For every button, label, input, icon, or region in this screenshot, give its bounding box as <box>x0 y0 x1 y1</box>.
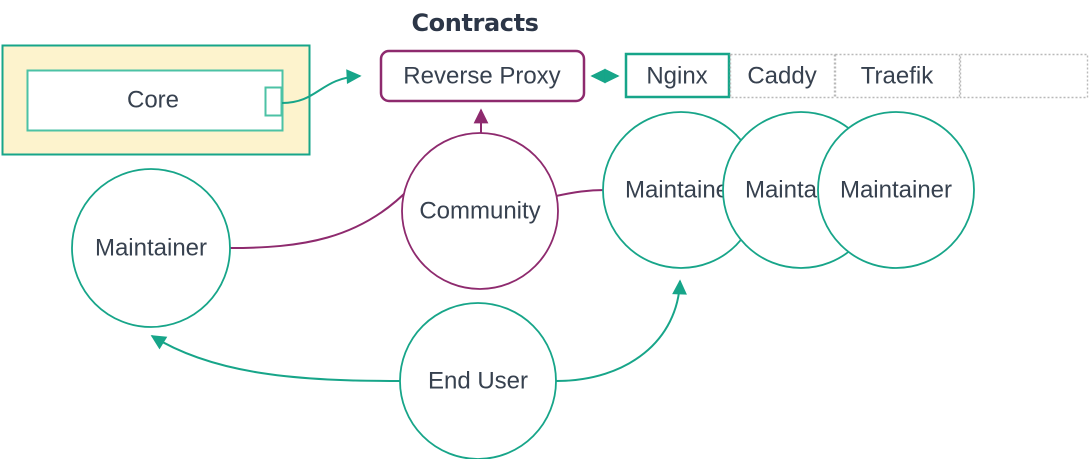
maintainer-3-label: Maintainer <box>840 176 952 203</box>
core-inner-rect <box>26 69 284 132</box>
nginx-rect <box>624 52 731 99</box>
traefik-node[interactable]: Traefik <box>834 53 961 99</box>
empty-slot-node[interactable] <box>959 53 1089 99</box>
maintainer-left-circle <box>71 168 231 328</box>
core-label: Core <box>127 86 179 113</box>
empty-slot-rect <box>959 53 1089 99</box>
end-user-label: End User <box>428 367 528 394</box>
edge-community-to-maintainer-1 <box>555 189 606 197</box>
maintainer-1-label: Maintainer <box>625 176 737 203</box>
maintainer-left-node[interactable]: Maintainer <box>71 168 231 328</box>
reverse-proxy-rect <box>379 49 586 103</box>
community-node[interactable]: Community <box>401 132 559 290</box>
maintainer-left-label: Maintainer <box>95 234 207 261</box>
caddy-rect <box>729 53 836 99</box>
nginx-label: Nginx <box>646 62 707 89</box>
reverse-proxy-node[interactable]: Reverse Proxy <box>379 49 586 103</box>
maintainer-1-node[interactable]: Maintainer <box>602 111 760 269</box>
contracts-title: Contracts <box>411 9 538 37</box>
reverse-proxy-label: Reverse Proxy <box>403 62 560 89</box>
edge-maintainer-left-to-community <box>229 187 411 249</box>
maintainer-3-node[interactable]: Maintainer <box>817 111 975 269</box>
end-user-circle <box>399 302 557 459</box>
edge-core-to-reverse-proxy <box>281 69 362 104</box>
caddy-label: Caddy <box>747 62 816 89</box>
community-label: Community <box>419 197 540 224</box>
maintainer-3-circle <box>817 111 975 269</box>
core-port-rect <box>264 86 283 117</box>
edge-end-user-to-maintainer-1 <box>555 279 687 382</box>
traefik-rect <box>834 53 961 99</box>
end-user-node[interactable]: End User <box>399 302 557 459</box>
nginx-node[interactable]: Nginx <box>624 52 731 99</box>
traefik-label: Traefik <box>861 62 934 89</box>
caddy-node[interactable]: Caddy <box>729 53 836 99</box>
core-group[interactable]: Core <box>1 44 311 156</box>
edge-end-user-to-maintainer-left <box>150 335 401 382</box>
community-circle <box>401 132 559 290</box>
